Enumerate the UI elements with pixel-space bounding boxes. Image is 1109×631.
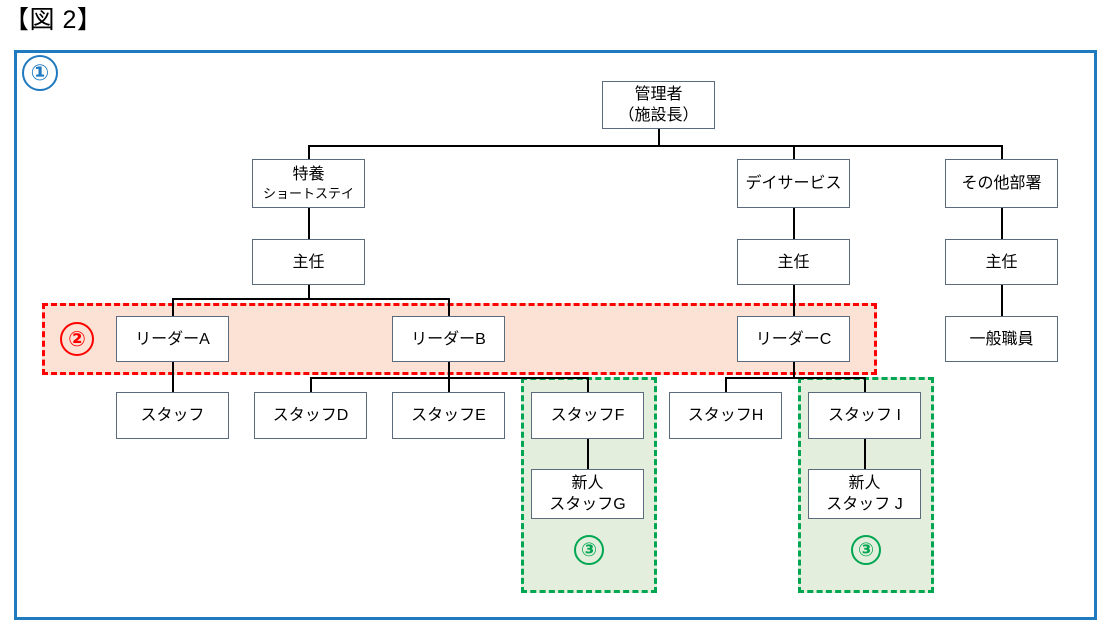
connector-chief1-down <box>308 285 310 299</box>
node-new-staff-j[interactable]: 新人 スタッフ J <box>808 469 921 519</box>
node-chief2-label: 主任 <box>777 253 810 271</box>
connector-admin-down <box>658 129 660 146</box>
node-newG-line2: スタッフG <box>549 496 626 513</box>
connector-to-staffF <box>587 377 589 392</box>
node-admin-line2: （施設長） <box>618 107 699 124</box>
node-staff-h[interactable]: スタッフH <box>669 392 782 439</box>
node-staffF-label: スタッフF <box>550 407 625 424</box>
node-other-label: その他部署 <box>961 175 1042 192</box>
node-dayservice-label: デイサービス <box>745 175 842 192</box>
node-chief-tokuyo[interactable]: 主任 <box>252 239 365 285</box>
connector-other-chief3 <box>1001 208 1003 239</box>
connector-to-tokuyo <box>308 145 310 159</box>
node-general-label: 一般職員 <box>969 330 1034 348</box>
connector-staffI-newJ <box>864 439 866 469</box>
node-newJ-line2: スタッフ J <box>826 496 903 513</box>
node-tokuyo[interactable]: 特養 ショートステイ <box>252 159 365 208</box>
node-dayservice[interactable]: デイサービス <box>737 159 850 208</box>
node-staffH-label: スタッフH <box>687 407 764 424</box>
node-chief-other[interactable]: 主任 <box>945 239 1058 285</box>
marker-3-badge-g: ③ <box>574 535 604 565</box>
node-leaderA-label: リーダーA <box>135 330 210 348</box>
node-chief-dayservice[interactable]: 主任 <box>737 239 850 285</box>
node-leader-b[interactable]: リーダーB <box>392 316 505 362</box>
node-tokuyo-line2: ショートステイ <box>262 186 354 201</box>
node-admin-line1: 管理者 <box>634 86 683 103</box>
marker-3-badge-j: ③ <box>851 535 881 565</box>
connector-dayservice-chief2 <box>793 208 795 239</box>
connector-to-leaderA <box>172 298 174 316</box>
connector-to-staffH <box>725 377 727 392</box>
node-chief1-label: 主任 <box>292 253 325 271</box>
node-newG-line1: 新人 <box>571 475 604 492</box>
node-staff-label: スタッフ <box>140 407 205 424</box>
node-general-staff[interactable]: 一般職員 <box>945 316 1058 362</box>
node-staffI-label: スタッフ I <box>828 407 901 424</box>
connector-leaderA-staff <box>172 362 174 392</box>
node-staff-e[interactable]: スタッフE <box>392 392 505 439</box>
node-leaderC-label: リーダーC <box>755 330 832 348</box>
connector-leaderB-down <box>448 362 450 378</box>
node-leaderB-label: リーダーB <box>411 330 486 348</box>
node-staff[interactable]: スタッフ <box>116 392 229 439</box>
connector-to-leaderB <box>448 298 450 316</box>
connector-to-dayservice <box>793 145 795 159</box>
node-chief3-label: 主任 <box>985 253 1018 271</box>
connector-to-staffI <box>864 377 866 392</box>
node-staff-d[interactable]: スタッフD <box>254 392 367 439</box>
node-leader-c[interactable]: リーダーC <box>737 316 850 362</box>
connector-chief2-leaderC <box>793 285 795 316</box>
node-staff-f[interactable]: スタッフF <box>531 392 644 439</box>
node-staffE-label: スタッフE <box>411 407 486 424</box>
node-tokuyo-line1: 特養 <box>292 166 325 183</box>
connector-to-other <box>1001 145 1003 159</box>
node-admin[interactable]: 管理者 （施設長） <box>602 81 715 129</box>
connector-leaderC-down <box>793 362 795 378</box>
node-staff-i[interactable]: スタッフ I <box>808 392 921 439</box>
node-new-staff-g[interactable]: 新人 スタッフG <box>531 469 644 519</box>
connector-chief1-bus <box>172 298 450 300</box>
figure-title: 【図 2】 <box>4 6 103 34</box>
marker-1-badge: ① <box>22 55 58 91</box>
connector-admin-bus <box>309 145 1003 147</box>
connector-staffF-newG <box>587 439 589 469</box>
connector-leaderC-bus <box>725 377 865 379</box>
node-staffD-label: スタッフD <box>272 407 349 424</box>
connector-tokuyo-chief1 <box>308 208 310 239</box>
connector-to-staffE <box>448 377 450 392</box>
node-leader-a[interactable]: リーダーA <box>116 316 229 362</box>
marker-2-badge: ② <box>60 322 94 356</box>
node-other[interactable]: その他部署 <box>945 159 1058 208</box>
node-newJ-line1: 新人 <box>848 475 881 492</box>
connector-chief3-general <box>1001 285 1003 316</box>
connector-to-staffD <box>310 377 312 392</box>
